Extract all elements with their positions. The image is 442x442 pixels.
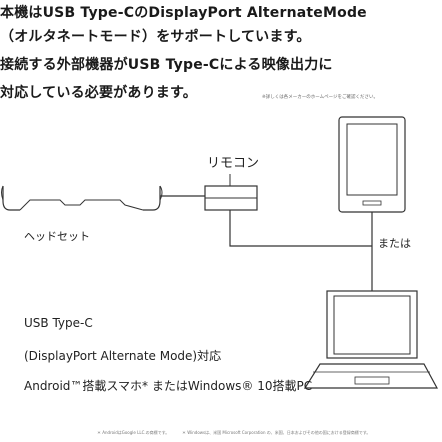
intro-line-1: 本機はUSB Type-CのDisplayPort AlternateMode xyxy=(0,5,367,21)
intro-line-2: （オルタネートモード）をサポートしています。 xyxy=(0,29,311,45)
displayport-label: (DisplayPort Alternate Mode)対応 xyxy=(24,349,222,363)
intro-line-4: 対応している必要があります。 xyxy=(0,85,197,101)
compatible-devices-label: Android™搭載スマホ* またはWindows® 10搭載PC xyxy=(24,379,313,393)
intro-line-3: 接続する外部機器がUSB Type-Cによる映像出力に xyxy=(0,57,333,73)
main-cable xyxy=(229,210,372,247)
headset-illustration xyxy=(1,185,163,211)
or-label: または xyxy=(378,237,411,250)
usb-type-c-label: USB Type-C xyxy=(24,316,93,330)
smartphone-illustration xyxy=(338,116,406,213)
headset-left-earpiece xyxy=(2,186,20,211)
headset-right-earpiece xyxy=(143,186,161,211)
laptop-illustration xyxy=(303,290,439,389)
headset-label: ヘッドセット xyxy=(24,230,90,243)
headset-left-rim xyxy=(1,185,4,201)
remote-label: リモコン xyxy=(207,156,260,171)
detail-note: ※詳しくは各メーカーのホームページをご確認ください。 xyxy=(262,95,379,100)
headset-right-rim xyxy=(159,185,163,201)
headset-band xyxy=(19,199,144,211)
footnote-android: ＊ AndroidはGoogle LLC.の商標です。 xyxy=(97,430,170,435)
footnote-windows: ＊ Windowsは、米国 Microsoft Corporation の、米国… xyxy=(182,430,371,435)
remote-control-illustration xyxy=(204,174,258,211)
